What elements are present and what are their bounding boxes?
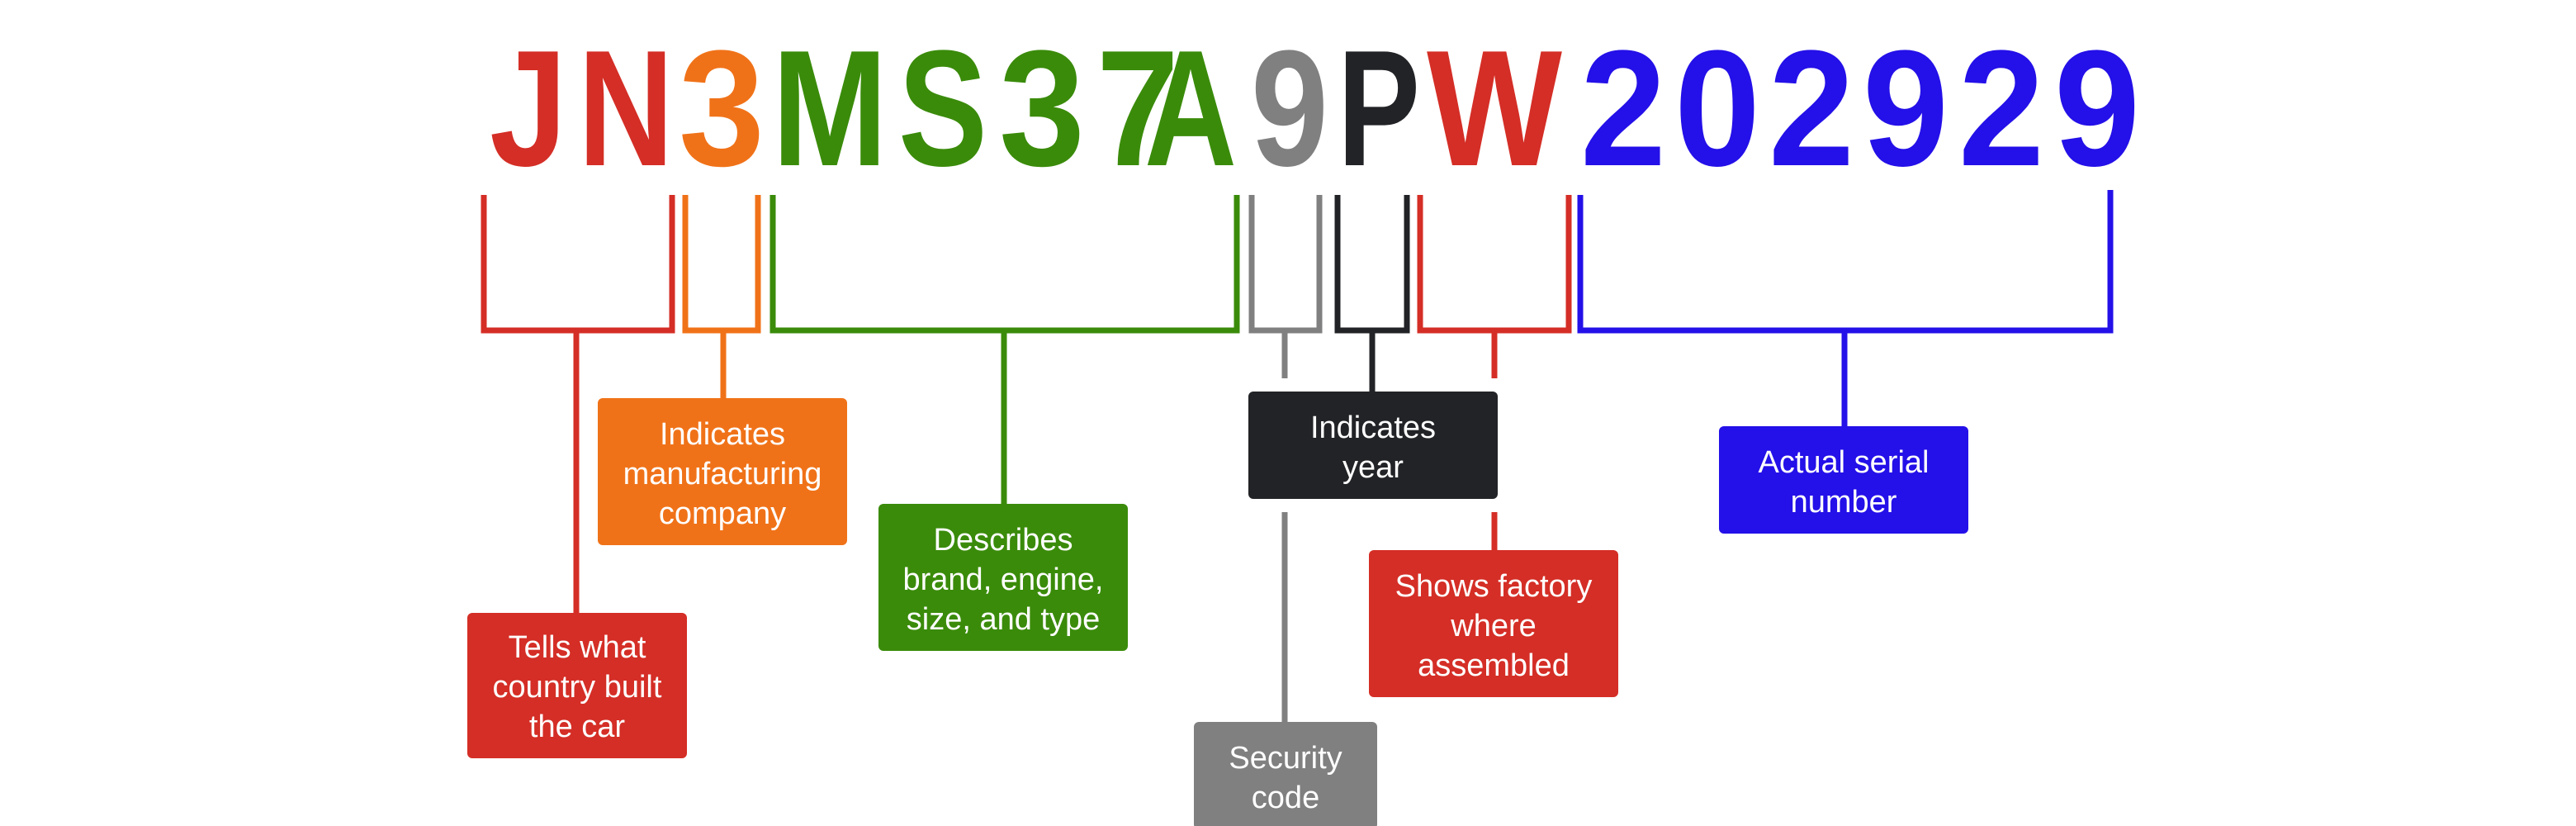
security-label-line-1: Security <box>1229 741 1342 776</box>
attributes-label: Describes brand, engine, size, and type <box>878 504 1128 651</box>
security-label-line-2: code <box>1252 781 1319 815</box>
vin-char-15: 9 <box>1863 17 1949 201</box>
vin-char-8: A <box>1144 17 1237 201</box>
vin-char-1: J <box>490 17 567 201</box>
year-label-line-1: Indicates <box>1310 411 1436 445</box>
label-boxes: Tells what country built the car Indicat… <box>467 392 1968 826</box>
factory-label-line-1: Shows factory <box>1395 569 1593 604</box>
vin-char-10: P <box>1338 17 1420 201</box>
manufacturer-label-line-1: Indicates <box>660 417 785 452</box>
serial-bracket <box>1577 190 2114 428</box>
vin-char-12: 2 <box>1580 17 1666 201</box>
security-bracket <box>1248 195 1323 724</box>
manufacturer-label: Indicates manufacturing company <box>598 398 847 545</box>
vin-char-4: M <box>772 17 888 201</box>
vin-char-3: 3 <box>679 17 765 201</box>
factory-label-line-2: where <box>1450 609 1537 643</box>
attributes-bracket <box>769 195 1240 506</box>
attributes-label-line-1: Describes <box>934 523 1073 558</box>
year-bracket <box>1334 195 1410 393</box>
country-label-line-2: country built <box>493 670 662 705</box>
attributes-label-line-2: brand, engine, <box>903 563 1104 597</box>
vin-char-9: 9 <box>1251 17 1328 201</box>
country-label: Tells what country built the car <box>467 613 687 758</box>
factory-label: Shows factory where assembled <box>1369 550 1618 697</box>
country-label-line-1: Tells what <box>509 630 646 665</box>
vin-char-7: 7 <box>1096 17 1179 201</box>
year-label-line-2: year <box>1342 450 1404 485</box>
manufacturer-bracket <box>682 195 761 401</box>
vin-char-16: 2 <box>1958 17 2044 201</box>
country-label-line-3: the car <box>529 710 626 744</box>
year-label: Indicates year <box>1248 392 1498 499</box>
vin-char-11: W <box>1427 17 1562 201</box>
attributes-label-line-3: size, and type <box>907 602 1100 637</box>
vin-char-17: 9 <box>2054 17 2140 201</box>
security-label: Security code <box>1194 722 1377 826</box>
vin-char-14: 2 <box>1769 17 1854 201</box>
factory-label-line-3: assembled <box>1418 648 1570 683</box>
serial-label-line-1: Actual serial <box>1759 445 1930 480</box>
vin-char-6: 3 <box>999 17 1085 201</box>
serial-label-line-2: number <box>1791 485 1897 520</box>
serial-label: Actual serial number <box>1719 426 1968 534</box>
factory-bracket <box>1417 195 1572 552</box>
manufacturer-label-line-3: company <box>659 496 786 531</box>
country-bracket <box>481 195 675 616</box>
vin-char-5: S <box>898 17 987 201</box>
brackets <box>481 190 2114 724</box>
manufacturer-label-line-2: manufacturing <box>623 457 822 491</box>
vin-char-13: 0 <box>1674 17 1760 201</box>
vin-char-2: N <box>578 17 674 201</box>
vin-characters: J N 3 M S 3 7 A 9 P W 2 0 2 9 2 9 <box>490 17 2140 201</box>
